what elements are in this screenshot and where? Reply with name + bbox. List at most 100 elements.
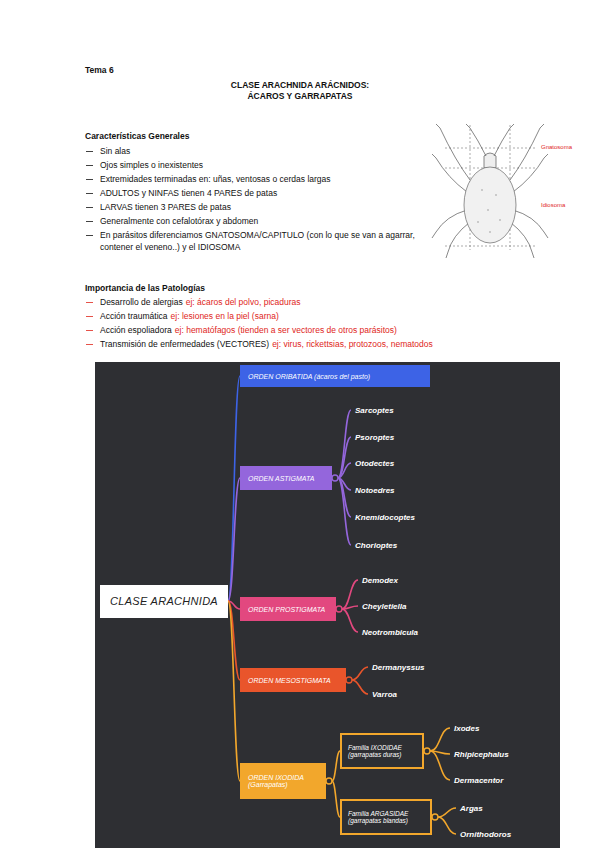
order-box: ORDEN MESOSTIGMATA (240, 668, 346, 692)
branch-connector (338, 478, 351, 545)
genus-label: Chorioptes (355, 541, 397, 550)
branch-connector (430, 751, 450, 780)
node-text: Dermanyssus (372, 663, 424, 672)
branch-connector (342, 606, 358, 609)
node-text: Familia IXODIDAE (348, 744, 402, 751)
diagram-panel (95, 362, 560, 848)
node-text: Neotrombicula (362, 628, 418, 637)
bullet-item: Ojos simples o inexistentes (100, 159, 203, 171)
junction-dot (326, 778, 332, 784)
example-note: ej: lesiones en la piel (sarna) (171, 310, 279, 322)
genus-label: Cheyletiella (362, 602, 406, 611)
node-text: Ornithodoros (460, 830, 511, 839)
genus-label: Knemidocoptes (355, 513, 415, 522)
order-box: ORDEN ASTIGMATA (240, 466, 332, 490)
junction-dot (336, 606, 342, 612)
bullet-dashes (86, 152, 93, 236)
junction-dot (332, 475, 338, 481)
genus-label: Varroa (372, 690, 397, 699)
branch-connector (338, 437, 351, 478)
node-text: ORDEN ASTIGMATA (248, 475, 314, 482)
node-text: ORDEN MESOSTIGMATA (248, 677, 331, 684)
example-note: ej: ácaros del polvo, picaduras (186, 296, 301, 308)
branch-connector (332, 781, 340, 817)
branch-connector (338, 410, 351, 478)
node-text: Chorioptes (355, 541, 397, 550)
genus-label: Rhipicephalus (454, 750, 509, 759)
branch-connector (228, 478, 240, 601)
genus-label: Dermacentor (454, 776, 503, 785)
branch-connector (438, 808, 456, 817)
order-box: ORDEN ORIBATIDA (ácaros del pasto) (240, 365, 430, 387)
genus-label: Demodex (362, 576, 398, 585)
node-text: ORDEN IXODIDA (248, 774, 304, 781)
part-label: Gnatosoma (541, 143, 572, 151)
node-text: (Garrapatas) (248, 781, 288, 788)
family-box: Familia ARGASIDAE(garrapatas blandas) (340, 799, 432, 835)
part-label: Idiosoma (541, 201, 565, 209)
genus-label: Dermanyssus (372, 663, 424, 672)
page-title: CLASE ARACHNIDA ARÁCNIDOS: ÁCAROS Y GARR… (220, 80, 380, 102)
node-text: (garrapatas blandas) (348, 817, 408, 824)
branch-connector (228, 601, 240, 781)
branch-connector (342, 580, 358, 609)
branch-connector (352, 680, 368, 694)
genus-label: Notoedres (355, 486, 395, 495)
node-text: Varroa (372, 690, 397, 699)
node-text: Cheyletiella (362, 602, 406, 611)
node-text: CLASE ARACHNIDA (110, 595, 218, 607)
genus-label: Ixodes (454, 724, 479, 733)
branch-connector (430, 728, 450, 751)
junction-dot (346, 677, 352, 683)
section-number: Tema 6 (85, 64, 114, 76)
branch-connector (352, 667, 368, 680)
node-text: Knemidocoptes (355, 513, 415, 522)
genus-label: Neotrombicula (362, 628, 418, 637)
mite-illustration (432, 124, 548, 258)
bullet-item: ADULTOS y NINFAS tienen 4 PARES de patas (100, 187, 277, 199)
node-text: Sarcoptes (355, 406, 394, 415)
bullet-item: Generalmente con cefalotórax y abdomen (100, 215, 258, 227)
bullet-item: Acción espoliadora (100, 324, 172, 336)
bullet-item: Transmisión de enfermedades (VECTORES) (100, 338, 269, 350)
branch-connector (228, 376, 240, 601)
branch-connector (438, 817, 456, 834)
bullet-item: Extremidades terminadas en: uñas, ventos… (100, 173, 331, 185)
example-note: ej: hematófagos (tienden a ser vectores … (175, 324, 397, 336)
bullet-dashes-red (86, 303, 93, 345)
genus-label: Ornithodoros (460, 830, 511, 839)
section-heading: Importancia de las Patologías (85, 282, 205, 294)
genus-label: Psoroptes (355, 433, 394, 442)
example-note: ej: virus, rickettsias, protozoos, nemat… (272, 338, 433, 350)
branch-connector (338, 463, 351, 478)
branch-connector (332, 751, 340, 781)
node-text: Familia ARGASIDAE (348, 810, 408, 817)
node-text: Ixodes (454, 724, 479, 733)
node-text: Otodectes (355, 459, 394, 468)
junction-dot (432, 814, 438, 820)
node-text: Notoedres (355, 486, 395, 495)
root-box: CLASE ARACHNIDA (100, 585, 228, 618)
genus-label: Sarcoptes (355, 406, 394, 415)
junction-dot (424, 748, 430, 754)
node-text: ORDEN ORIBATIDA (ácaros del pasto) (248, 373, 370, 380)
node-text: Argas (460, 804, 483, 813)
node-text: Demodex (362, 576, 398, 585)
genus-label: Argas (460, 804, 483, 813)
order-box: ORDEN IXODIDA(Garrapatas) (240, 763, 326, 799)
bullet-item: Acción traumática (100, 310, 168, 322)
node-text: Psoroptes (355, 433, 394, 442)
bullet-item: En parásitos diferenciamos GNATOSOMA/CAP… (100, 229, 418, 253)
order-box: ORDEN PROSTIGMATA (240, 597, 336, 621)
bullet-item: Sin alas (100, 145, 130, 157)
section-heading: Características Generales (85, 130, 189, 142)
bullet-item: LARVAS tienen 3 PARES de patas (100, 201, 231, 213)
node-text: Rhipicephalus (454, 750, 509, 759)
family-box: Familia IXODIDAE(garrapatas duras) (340, 733, 424, 769)
genus-label: Otodectes (355, 459, 394, 468)
node-text: Dermacentor (454, 776, 503, 785)
